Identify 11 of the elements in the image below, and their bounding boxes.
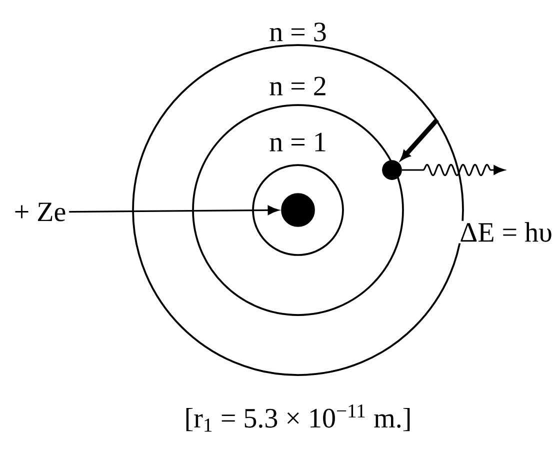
energy-label: ΔE = hυ (458, 220, 554, 244)
nucleus (281, 193, 315, 227)
node-label: n = 3 (270, 22, 326, 42)
node-label: n = 2 (270, 76, 326, 96)
arrow (402, 164, 505, 176)
arrow (400, 118, 439, 160)
electron (382, 160, 402, 180)
caption: [r$_{1}$ = 5.3 × 10$^{−11}$ m.] (186, 404, 410, 432)
charge-label: + Ze (15, 202, 66, 222)
node-label: n = 1 (270, 132, 326, 152)
arrow (69, 206, 279, 215)
